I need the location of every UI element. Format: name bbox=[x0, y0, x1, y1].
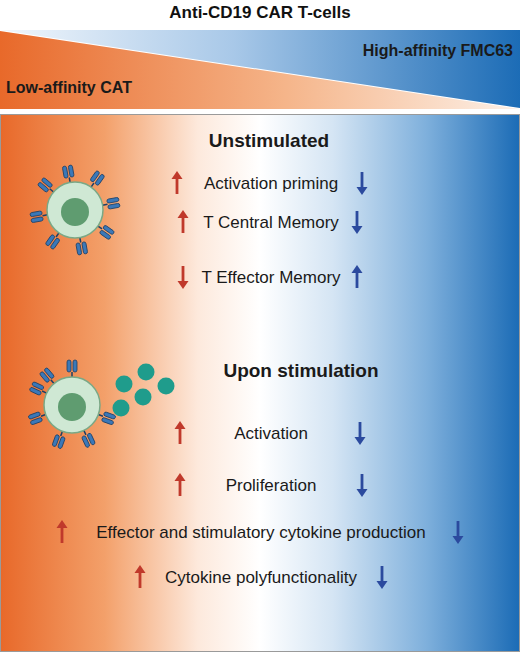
outcome-label: Effector and stimulatory cytokine produc… bbox=[96, 524, 425, 543]
cell-membrane bbox=[44, 377, 100, 433]
wedge-shape bbox=[0, 30, 520, 109]
cytokine bbox=[113, 400, 130, 417]
car-receptor bbox=[87, 170, 105, 190]
car-receptor bbox=[97, 410, 116, 425]
cell-nucleus bbox=[61, 198, 89, 226]
car-receptor bbox=[45, 230, 63, 250]
car-receptor bbox=[79, 428, 95, 448]
t-cell-stimulated bbox=[28, 360, 174, 449]
car-receptor bbox=[29, 381, 49, 397]
section-heading: Unstimulated bbox=[209, 131, 329, 152]
outcome-label: T Central Memory bbox=[203, 214, 339, 233]
outcome-label: Proliferation bbox=[226, 477, 317, 496]
down-arrow bbox=[357, 474, 368, 497]
comparison-panel: UnstimulatedActivation priming T Central … bbox=[0, 114, 520, 652]
car-receptor bbox=[67, 360, 77, 377]
down-arrow bbox=[377, 566, 388, 589]
t-cell-unstimulated bbox=[30, 165, 120, 255]
outcome-label: Cytokine polyfunctionality bbox=[165, 569, 357, 588]
outcome-label: T Effector Memory bbox=[201, 269, 340, 288]
outcome-label: Activation priming bbox=[204, 175, 338, 194]
car-receptor bbox=[39, 367, 58, 386]
car-receptor bbox=[30, 210, 48, 223]
car-receptor bbox=[75, 237, 88, 255]
trend-arrows bbox=[57, 171, 464, 589]
affinity-label: Low-affinity CAT bbox=[6, 79, 132, 97]
up-arrow bbox=[135, 565, 146, 588]
cytokine bbox=[158, 378, 175, 395]
cytokine bbox=[116, 376, 133, 393]
car-receptor bbox=[62, 165, 75, 183]
car-receptor bbox=[95, 222, 115, 240]
figure-title: Anti-CD19 CAR T-cells bbox=[0, 3, 520, 23]
up-arrow bbox=[352, 265, 363, 288]
affinity-label: High-affinity FMC63 bbox=[363, 42, 513, 60]
section-heading: Upon stimulation bbox=[223, 361, 378, 382]
down-arrow bbox=[352, 211, 363, 234]
car-receptor bbox=[28, 410, 47, 425]
cytokine bbox=[138, 364, 155, 381]
cytokine bbox=[135, 389, 152, 406]
up-arrow bbox=[172, 171, 183, 194]
up-arrow bbox=[175, 473, 186, 496]
car-receptor bbox=[52, 430, 67, 449]
cell-nucleus bbox=[58, 393, 86, 421]
up-arrow bbox=[57, 520, 68, 543]
high-affinity-wedge: High-affinity FMC63 bbox=[0, 30, 520, 109]
wedge-fill bbox=[0, 31, 520, 109]
down-arrow bbox=[357, 172, 368, 195]
cell-membrane bbox=[47, 182, 103, 238]
down-arrow bbox=[453, 521, 464, 544]
up-arrow bbox=[175, 421, 186, 444]
down-arrow bbox=[355, 422, 366, 445]
car-receptor bbox=[102, 197, 120, 210]
outcome-label: Activation bbox=[234, 425, 308, 444]
car-receptor bbox=[37, 177, 56, 196]
up-arrow bbox=[178, 210, 189, 233]
down-arrow bbox=[178, 266, 189, 289]
wedge-fill bbox=[0, 30, 520, 108]
